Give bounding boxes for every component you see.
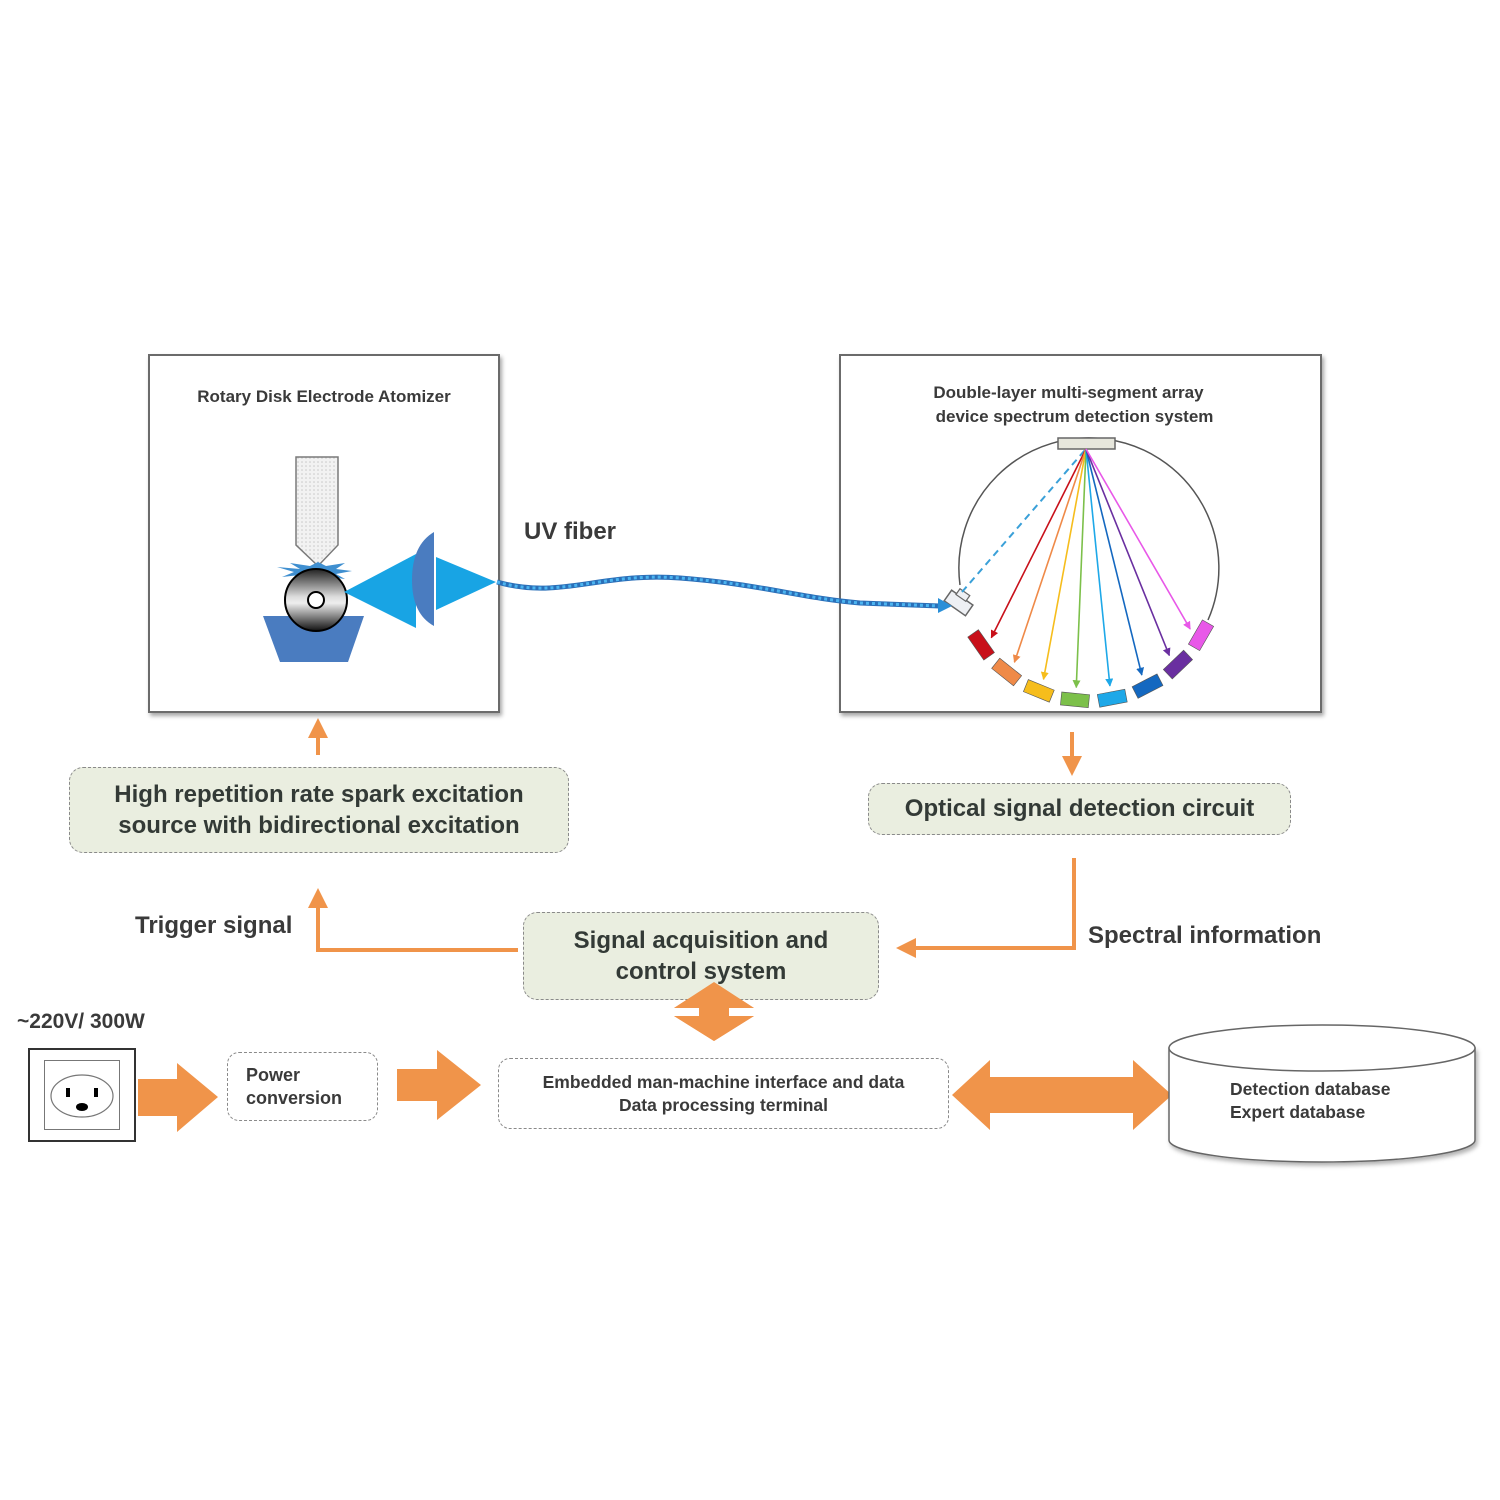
signal-system-line1: Signal acquisition and — [573, 927, 829, 954]
terminal-line2: Data processing terminal — [618, 1094, 829, 1115]
detector-segment — [1187, 619, 1215, 652]
trigger-signal-label: Trigger signal — [135, 912, 293, 939]
focused-light-cone — [436, 557, 496, 610]
detector-segment — [967, 629, 995, 661]
detector-segment — [1096, 688, 1128, 708]
optical-circuit-box[interactable]: Optical signal detection circuit — [868, 783, 1291, 835]
spectrometer-title-line2: device spectrum detection system — [935, 407, 1214, 426]
spectral-ray — [1012, 448, 1087, 664]
spectrometer-panel: Double-layer multi-segment array device … — [839, 354, 1322, 713]
arrow-spectral-information — [896, 858, 1076, 958]
lens-icon — [412, 532, 434, 626]
spectrometer-title-line1: Double-layer multi-segment array — [933, 383, 1204, 402]
spark-source-line2: source with bidirectional excitation — [118, 812, 520, 839]
power-conversion-line1: Power — [246, 1064, 301, 1085]
arrow-terminal-database-bidirectional — [952, 1060, 1172, 1130]
outlet-icon — [50, 1074, 114, 1118]
spectral-ray — [1072, 448, 1087, 689]
spark-source-box[interactable]: High repetition rate spark excitation so… — [69, 767, 569, 853]
signal-system-box[interactable]: Signal acquisition and control system — [523, 912, 879, 1000]
signal-system-line2: control system — [615, 958, 787, 985]
terminal-box[interactable]: Embedded man-machine interface and data … — [498, 1058, 949, 1129]
entrance-slit-icon — [943, 587, 974, 617]
database-top — [1168, 1024, 1476, 1072]
disk-holder-icon — [263, 616, 364, 662]
arrow-outlet-to-power — [138, 1063, 218, 1132]
upper-electrode-icon — [295, 456, 339, 568]
spectral-ray — [1040, 448, 1087, 681]
detector-segment — [1131, 673, 1164, 699]
optical-circuit-label: Optical signal detection circuit — [904, 795, 1255, 822]
power-rating-label: ~220V/ 300W — [17, 1010, 145, 1033]
atomizer-title: Rotary Disk Electrode Atomizer — [197, 387, 451, 406]
spectral-ray — [990, 448, 1087, 639]
detector-segment — [1060, 691, 1090, 709]
detector-segment — [991, 657, 1023, 687]
arrow-trigger-signal — [308, 888, 518, 952]
detector-segment — [1162, 649, 1193, 680]
detector-segment — [1023, 679, 1055, 703]
spectral-ray — [1085, 448, 1191, 630]
arrow-power-to-terminal — [397, 1050, 481, 1120]
emission-light-cone — [344, 554, 416, 628]
database-body — [1168, 1047, 1476, 1163]
disk-center-hole — [307, 591, 325, 609]
fiber-arrowhead — [938, 598, 952, 613]
power-conversion-box[interactable]: Power conversion — [227, 1052, 378, 1121]
power-outlet — [28, 1048, 136, 1142]
terminal-line1: Embedded man-machine interface and data — [542, 1071, 905, 1092]
spectral-information-label: Spectral information — [1088, 922, 1322, 949]
spectral-ray — [1085, 448, 1114, 687]
arrow-signal-terminal-bidirectional-overlay — [674, 982, 754, 1041]
power-conversion-line2: conversion — [246, 1087, 343, 1108]
outlet-plate — [44, 1060, 120, 1130]
database-line1: Detection database — [1230, 1079, 1391, 1099]
spark-source-line1: High repetition rate spark excitation — [114, 781, 524, 808]
spectral-ray — [1085, 448, 1144, 676]
uv-fiber-label: UV fiber — [524, 518, 617, 545]
spectral-ray — [1085, 448, 1171, 657]
incident-beam — [961, 449, 1086, 593]
database-line2: Expert database — [1230, 1102, 1366, 1122]
